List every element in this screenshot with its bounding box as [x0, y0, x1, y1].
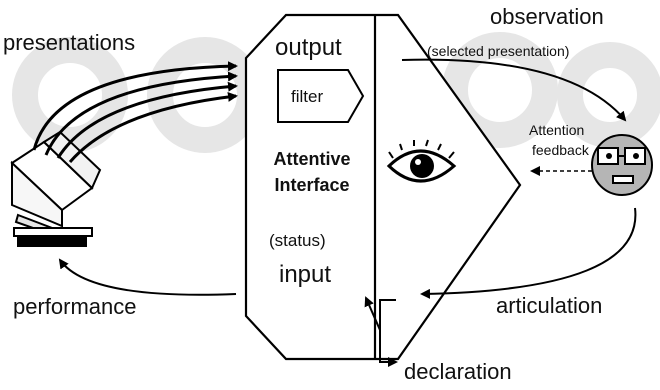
- status-label: (status): [269, 231, 326, 250]
- attention-feedback-label-line2: feedback: [532, 142, 589, 158]
- articulation-arrow: [420, 207, 637, 299]
- eye-icon: [386, 139, 457, 183]
- user-face-icon: [591, 134, 653, 196]
- input-label: input: [279, 261, 332, 288]
- articulation-label: articulation: [496, 293, 603, 318]
- performance-label: performance: [13, 294, 137, 319]
- attentive-label: Attentive: [273, 149, 351, 169]
- output-label: output: [275, 34, 342, 61]
- presentation-arrows: [32, 61, 238, 163]
- selected-presentation-label: (selected presentation): [427, 43, 570, 59]
- performance-arrow: [58, 258, 237, 296]
- declaration-arrow: [364, 296, 398, 367]
- filter-box: [277, 69, 365, 123]
- observation-arrow: [401, 58, 627, 122]
- presentations-label: presentations: [3, 30, 136, 55]
- declaration-label: declaration: [404, 359, 512, 384]
- filter-label: filter: [291, 87, 324, 106]
- attention-feedback-label-line1: Attention: [529, 122, 585, 138]
- interface-label: Interface: [274, 175, 350, 195]
- observation-label: observation: [490, 4, 604, 29]
